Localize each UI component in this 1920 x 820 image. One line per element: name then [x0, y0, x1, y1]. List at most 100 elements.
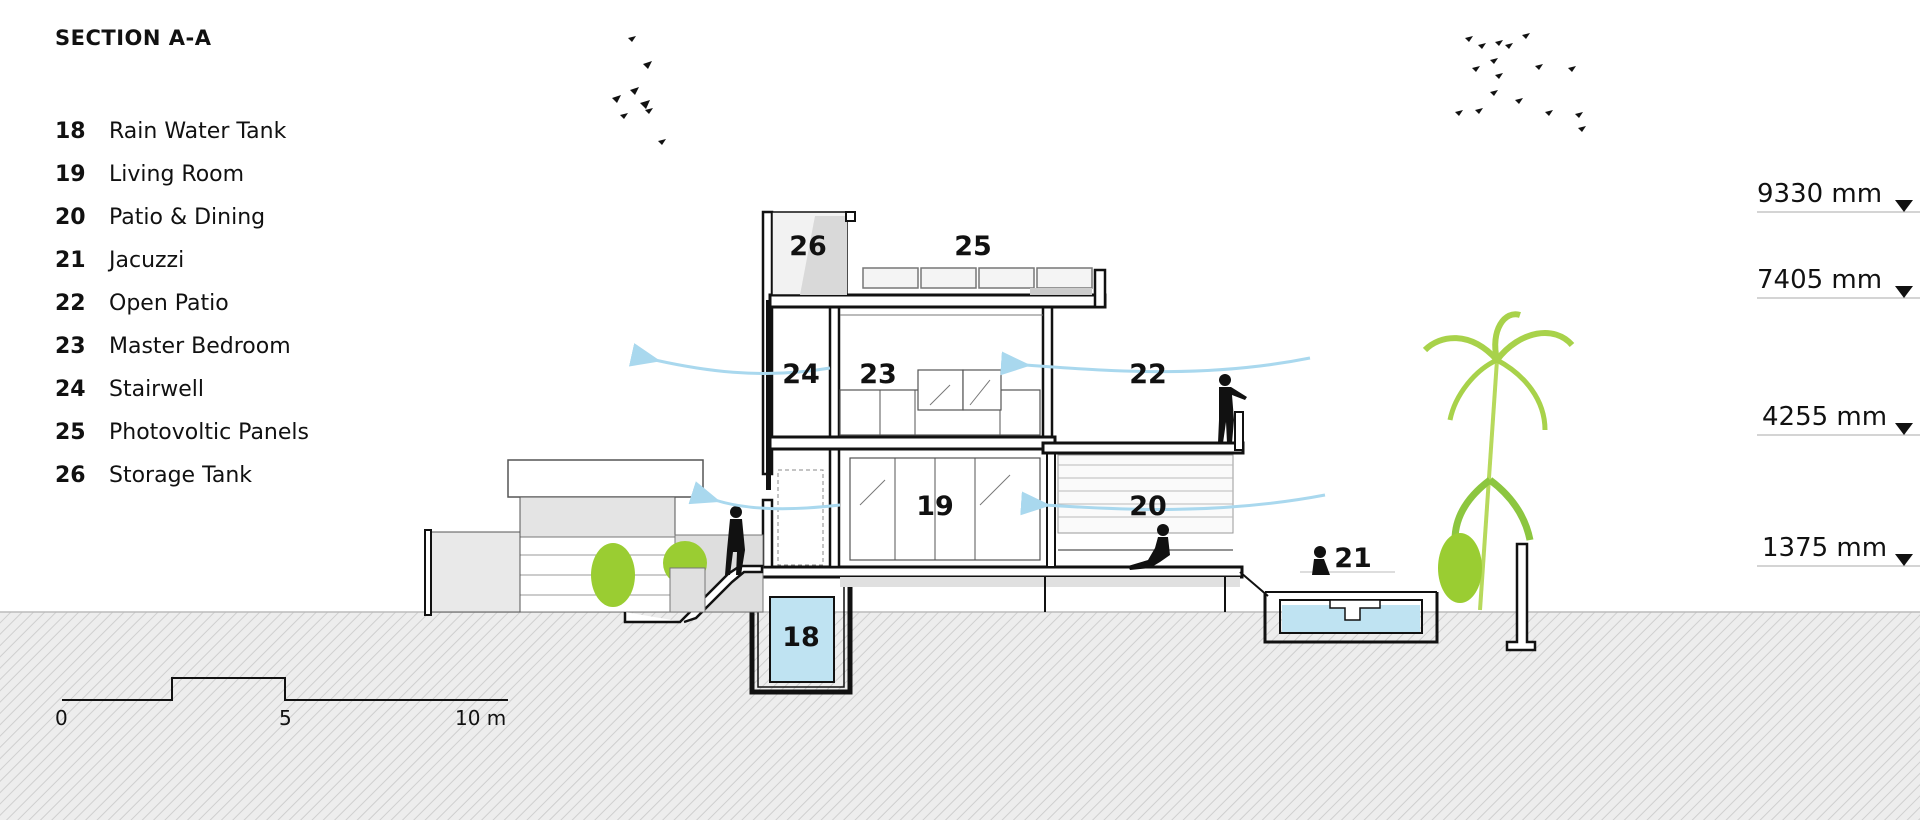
- bedroom-window: [962, 369, 1002, 411]
- palm-frond: [1495, 357, 1548, 431]
- patio-wall: [1046, 439, 1056, 568]
- airflow-arrow: [1020, 491, 1326, 516]
- room-label-20: 20: [1129, 491, 1167, 522]
- ground-floor-slab: [760, 565, 1244, 579]
- photovoltaic-panel: [1036, 267, 1093, 289]
- room-label-18: 18: [782, 622, 820, 653]
- upper-floor-slab: [768, 435, 1057, 451]
- palm-frond: [1494, 330, 1575, 362]
- garage-gate: [427, 531, 521, 613]
- boundary-wall-right: [1505, 542, 1537, 652]
- level-marker-9330: 9330 mm: [1757, 179, 1920, 213]
- legend-label: Stairwell: [109, 377, 204, 402]
- legend-item: 25 Photovoltic Panels: [55, 411, 309, 454]
- room-label-22: 22: [1129, 359, 1167, 390]
- room-label-24: 24: [782, 359, 820, 390]
- palm-frond: [1422, 335, 1500, 363]
- legend-item: 24 Stairwell: [55, 368, 309, 411]
- palm-frond: [1487, 477, 1534, 541]
- legend-number: 22: [55, 291, 86, 316]
- legend-number: 26: [55, 463, 86, 488]
- palm-frond: [1451, 477, 1493, 541]
- slab-underside: [840, 577, 1240, 587]
- scale-bar: [62, 677, 508, 701]
- legend-item: 23 Master Bedroom: [55, 325, 309, 368]
- room-label-23: 23: [859, 359, 897, 390]
- glass-reflection: [929, 384, 951, 406]
- stair-column: [766, 300, 771, 490]
- legend-label: Master Bedroom: [109, 334, 291, 359]
- legend-number: 21: [55, 248, 86, 273]
- birds-flock: [1455, 33, 1586, 132]
- open-patio-slab: [1041, 441, 1245, 455]
- scale-label-0: 0: [55, 706, 68, 730]
- legend-label: Open Patio: [109, 291, 229, 316]
- photovoltaic-panel: [920, 267, 977, 289]
- level-value: 1375 mm: [1762, 533, 1887, 563]
- palm-frond: [1447, 357, 1499, 421]
- legend-label: Living Room: [109, 162, 245, 187]
- birds-flock: [612, 36, 666, 145]
- legend-number: 24: [55, 377, 86, 402]
- stair-door: [777, 469, 824, 566]
- scale-label-5: 5: [279, 706, 292, 730]
- level-marker-1375: 1375 mm: [1757, 533, 1920, 567]
- patio-louvres: [1057, 454, 1234, 534]
- level-value: 9330 mm: [1757, 179, 1882, 209]
- legend-number: 18: [55, 119, 86, 144]
- section-title: SECTION A-A: [55, 26, 212, 50]
- room-label-25: 25: [954, 231, 992, 262]
- glass-reflection: [859, 479, 886, 506]
- living-room-glazing: [849, 457, 1041, 561]
- level-triangle: [1895, 200, 1913, 212]
- person-silhouette: [1312, 546, 1330, 575]
- legend-label: Rain Water Tank: [109, 119, 287, 144]
- legend-label: Storage Tank: [109, 463, 253, 488]
- glass-reflection: [979, 474, 1011, 506]
- legend-label: Photovoltic Panels: [109, 420, 309, 445]
- jacuzzi-outer: [1263, 592, 1439, 644]
- panel-support: [1030, 288, 1092, 295]
- level-triangle: [1895, 286, 1913, 298]
- level-marker-4255: 4255 mm: [1757, 402, 1920, 436]
- glass-reflection: [969, 379, 991, 406]
- legend-number: 23: [55, 334, 86, 359]
- legend-number: 25: [55, 420, 86, 445]
- airflow-arrow: [688, 481, 841, 511]
- rain-water-tank-wall: [749, 572, 853, 695]
- legend-item: 22 Open Patio: [55, 282, 309, 325]
- carport-roof: [507, 459, 704, 498]
- photovoltaic-panel: [978, 267, 1035, 289]
- airflow-arrow: [628, 343, 831, 375]
- rain-water-tank-water: [769, 596, 835, 683]
- stair-wall-lower: [761, 498, 774, 569]
- jacuzzi-step: [1329, 599, 1381, 621]
- room-label-21: 21: [1334, 543, 1372, 574]
- person-silhouette: [1218, 374, 1247, 443]
- legend-item: 26 Storage Tank: [55, 454, 309, 497]
- room-label-26: 26: [789, 231, 827, 262]
- level-triangle: [1895, 554, 1913, 566]
- level-value: 7405 mm: [1757, 265, 1882, 295]
- storage-tank: [800, 216, 847, 295]
- person-silhouette: [1128, 524, 1170, 570]
- level-value: 4255 mm: [1762, 402, 1887, 432]
- legend-item: 19 Living Room: [55, 153, 309, 196]
- open-patio-parapet: [1234, 411, 1244, 451]
- bedroom-wall: [1041, 303, 1054, 442]
- tank-vent: [845, 211, 856, 222]
- scale-label-10: 10 m: [455, 706, 506, 730]
- level-marker-7405: 7405 mm: [1757, 265, 1920, 299]
- bedroom-window: [917, 369, 964, 411]
- legend-number: 19: [55, 162, 86, 187]
- room-label-19: 19: [916, 491, 954, 522]
- gate-post: [424, 529, 432, 616]
- palm-frond: [1492, 311, 1521, 361]
- roof-parapet: [1093, 268, 1107, 309]
- carport-box: [519, 496, 676, 538]
- shrub: [1438, 533, 1482, 603]
- level-triangle: [1895, 423, 1913, 435]
